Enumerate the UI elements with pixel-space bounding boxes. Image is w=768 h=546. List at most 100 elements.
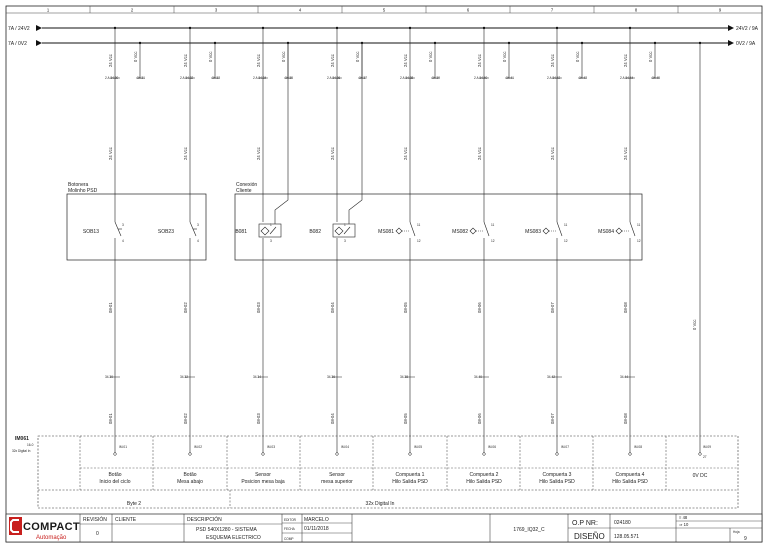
terminal-label-a: 2 A 34.32 <box>180 76 194 80</box>
sensor-0v-feed <box>348 43 363 224</box>
input-desc-line-2: Mesa abajo <box>177 479 203 485</box>
label-wire-number-low: 08-07 <box>550 413 555 424</box>
terminal-label-a: 2 A 34.44 <box>620 76 634 80</box>
zone-number: 6 <box>467 8 470 13</box>
logo-c-icon <box>10 519 19 533</box>
rail-0v-right-arrow <box>728 40 734 46</box>
limit-switch-contact <box>483 221 490 237</box>
sensor-0v-feed <box>274 43 289 224</box>
logo-main-text: COMPACT <box>23 521 80 533</box>
rail-node <box>138 41 142 45</box>
hoja-value: 9 <box>744 536 747 542</box>
terminal-label-b: 34.37 <box>359 76 367 80</box>
label-24vcc-mid: 24 Vcc <box>403 147 408 160</box>
label-24vcc-top: 24 Vcc <box>330 54 335 67</box>
label-0vcc-top: 0 Vcc <box>133 52 138 62</box>
terminal-label-a: 2 A 34.30 <box>105 76 119 80</box>
terminal-label-b: 34.41 <box>506 76 514 80</box>
label-wire-number: 08-05 <box>403 302 408 313</box>
terminal-label-a: 2 A 34.42 <box>547 76 561 80</box>
label-wire-number: 08-01 <box>108 302 113 313</box>
input-ref: IM.06 <box>488 445 496 449</box>
zone-number: 1 <box>47 8 50 13</box>
rail-node <box>555 26 559 30</box>
input-channels: 2 A 34.30 34.31 24 Vcc 0 Vcc 24 Vcc 08-01 08-0… <box>83 26 660 485</box>
label-24vcc-top: 24 Vcc <box>550 54 555 67</box>
hoja-label: Hoja <box>733 530 740 534</box>
label-wire-number-low: 08-04 <box>330 413 335 424</box>
label-24vcc-top: 24 Vcc <box>403 54 408 67</box>
contact-number-b: 3 <box>344 239 346 243</box>
sensor-diamond-icon <box>334 226 344 236</box>
rail-node <box>188 26 192 30</box>
ref-2: ⇒ 10 <box>679 522 689 527</box>
channel-0v-term: 27 <box>703 455 707 459</box>
contact-number-a: 11 <box>491 223 495 227</box>
module-label-2: 16-0 <box>27 443 34 447</box>
input-desc-line-2: Inicio del ciclo <box>99 479 130 485</box>
sensor-contact <box>343 226 351 235</box>
label-wire-number-low: 08-06 <box>477 413 482 424</box>
input-pin <box>628 452 632 456</box>
limit-switch-contact <box>409 221 416 237</box>
contact-number-b: 12 <box>417 239 421 243</box>
sensor-diamond-icon <box>260 226 270 236</box>
input-desc-line-1: Botão <box>108 472 121 478</box>
input-desc-line-1: Sensor <box>329 472 345 478</box>
terminal-label-low: 34.34 <box>253 375 261 379</box>
channel-0v: 0 Vcc IM.09 27 0V DC <box>692 41 711 479</box>
rail-node <box>507 41 511 45</box>
rail-24v-right-label: 24V2 / 9A <box>736 26 759 32</box>
rail-node <box>433 41 437 45</box>
channel-0v-input-pin <box>698 452 702 456</box>
contact-number-b: 12 <box>637 239 641 243</box>
rail-node <box>113 26 117 30</box>
input-module-cells <box>79 436 738 490</box>
contact-number-a: 1 <box>344 223 346 227</box>
input-desc-line-2: Hilo Salida PSD <box>539 479 575 485</box>
input-desc-line-1: Compuerta 1 <box>396 472 425 478</box>
label-24vcc-mid: 24 Vcc <box>550 147 555 160</box>
contact-number-b: 4 <box>197 239 199 243</box>
zone-number: 8 <box>635 8 638 13</box>
op-value: 024180 <box>614 520 631 526</box>
input-desc-line-2: Hilo Salida PSD <box>392 479 428 485</box>
revision-label: REVISIÓN <box>83 516 107 523</box>
contact-number-b: 4 <box>122 239 124 243</box>
label-24vcc-mid: 24 Vcc <box>183 147 188 160</box>
limit-switch-diamond-icon <box>395 227 403 235</box>
label-0vcc-top: 0 Vcc <box>355 52 360 62</box>
rail-0v-right-label: 0V2 / 9A <box>736 41 756 47</box>
logo-sub-text: Automação <box>36 535 67 541</box>
rail-node <box>335 26 339 30</box>
rail-node <box>408 26 412 30</box>
label-wire-number: 08-06 <box>477 302 482 313</box>
terminal-label-b: 34.31 <box>137 76 145 80</box>
device-tag: SOB23 <box>158 229 174 235</box>
terminal-label-low: 34.30 <box>105 375 113 379</box>
label-wire-number-low: 08-05 <box>403 413 408 424</box>
contact-number-b: 12 <box>491 239 495 243</box>
rail-node <box>261 26 265 30</box>
contact-number-a: 11 <box>637 223 641 227</box>
terminal-label-a: 2 A 34.38 <box>400 76 414 80</box>
input-desc-line-2: mesa superior <box>321 479 353 485</box>
label-24vcc-mid: 24 Vcc <box>477 147 482 160</box>
fecha-label: FECHA <box>284 527 296 531</box>
diseno-label: DISEÑO <box>574 532 605 541</box>
zone-dividers <box>89 6 679 13</box>
terminal-label-b: 34.35 <box>285 76 293 80</box>
limit-switch-contact <box>629 221 636 237</box>
rail-node <box>213 41 217 45</box>
input-module-outline <box>37 435 739 509</box>
terminal-label-b: 34.43 <box>579 76 587 80</box>
rail-node <box>628 26 632 30</box>
label-24vcc-mid: 24 Vcc <box>108 147 113 160</box>
compact-logo: COMPACT Automação <box>9 517 80 541</box>
label-24vcc-mid: 24 Vcc <box>256 147 261 160</box>
